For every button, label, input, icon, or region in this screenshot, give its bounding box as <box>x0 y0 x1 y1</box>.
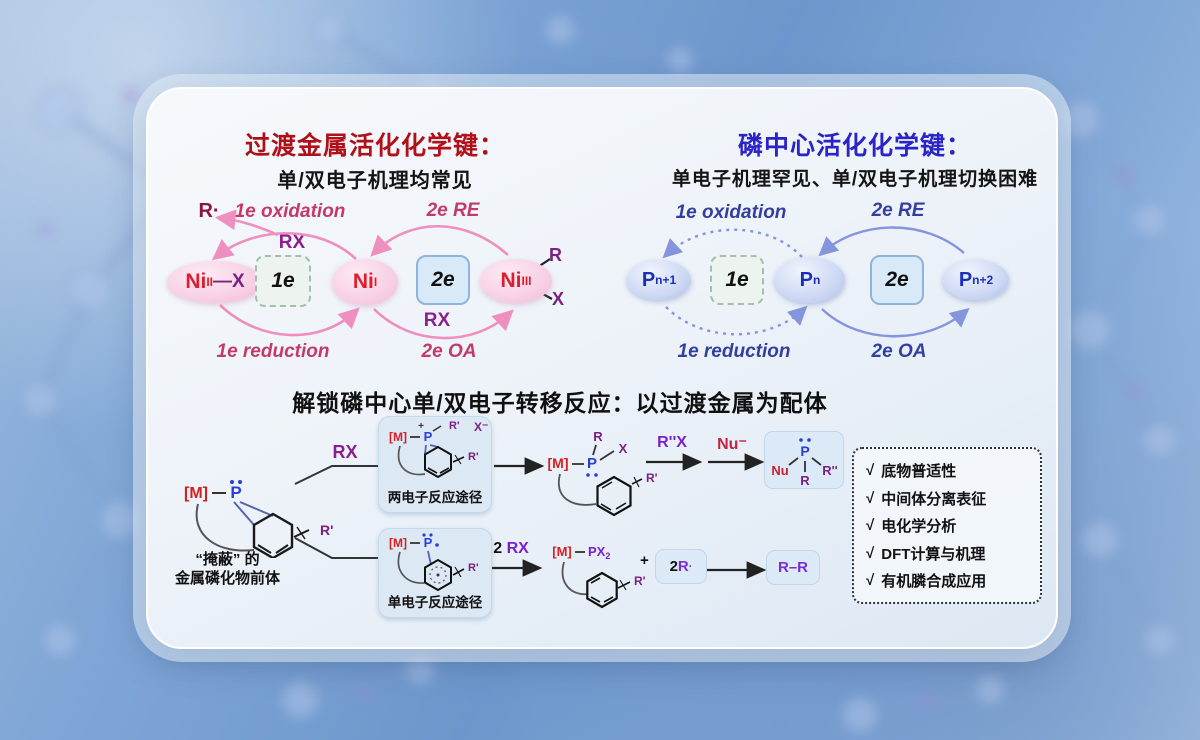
left-2e-oa-label: 2e OA <box>421 341 477 362</box>
right-panel-subtitle: 单电子机理罕见、单/双电子机理切换困难 <box>671 169 1039 190</box>
svg-text:PX2: PX2 <box>588 544 610 561</box>
r-r-product-box: R–R <box>766 550 820 585</box>
metal-px2-structure: [M] PX2 R' <box>552 544 646 609</box>
right-1e-reduction-label: 1e reduction <box>677 341 791 362</box>
checklist-item: √ 有机膦合成应用 <box>866 572 987 590</box>
svg-text:[M]: [M] <box>548 455 569 471</box>
svg-text:P: P <box>800 443 809 459</box>
svg-text:R': R' <box>634 574 646 588</box>
check-icon: √ <box>866 462 875 479</box>
svg-text:Nu: Nu <box>771 463 788 478</box>
right-2e-re-label: 2e RE <box>871 200 925 221</box>
svg-text:R: R <box>593 429 603 444</box>
ni3-r-substituent: R <box>549 245 562 265</box>
masked-phosphide-structure: [M] P R' <box>184 480 333 558</box>
right-1e-box: 1e <box>710 255 764 305</box>
check-icon: √ <box>866 517 875 534</box>
svg-text:P: P <box>230 483 241 502</box>
precursor-caption: “掩蔽” 的 金属磷化物前体 <box>174 551 280 587</box>
branch-rx-label: RX <box>332 442 358 462</box>
svg-text:R'': R'' <box>822 463 838 478</box>
checklist-item: √ 中间体分离表征 <box>866 489 987 508</box>
svg-text:R': R' <box>646 471 658 485</box>
check-icon: √ <box>866 489 875 507</box>
svg-text:R': R' <box>468 562 479 574</box>
nu-arrow-label: Nu⁻ <box>717 436 747 453</box>
left-1e-reduction-label: 1e reduction <box>216 341 330 362</box>
right-2e-box: 2e <box>870 255 924 305</box>
svg-text:R': R' <box>468 451 479 463</box>
svg-text:[M]: [M] <box>389 430 407 444</box>
left-1e-box: 1e <box>255 255 311 307</box>
svg-text:R': R' <box>320 522 333 538</box>
ni3-x-substituent: X <box>552 289 565 309</box>
left-panel-subtitle: 单/双电子机理均常见 <box>277 170 473 192</box>
svg-text:P: P <box>424 535 433 550</box>
two-r-radical-box: 2 R· <box>655 549 707 584</box>
metal-phosphide-rx-adduct-structure: [M] P R X R' <box>548 429 658 517</box>
bottom-scheme-connectors <box>294 453 767 579</box>
check-icon: √ <box>866 572 875 589</box>
bottom-scheme-title: 解锁磷中心单/双电子转移反应：以过渡金属为配体 <box>292 390 828 416</box>
checklist-item: √ DFT计算与机理 <box>866 544 986 563</box>
left-rx-top-label: RX <box>278 232 306 253</box>
single-electron-structure: [M] P R' <box>389 533 479 591</box>
right-2e-oa-label: 2e OA <box>871 341 927 362</box>
svg-text:[M]: [M] <box>184 485 208 502</box>
left-2e-box: 2e <box>416 255 470 305</box>
two-rx-arrow-label: 2 RX <box>493 540 529 557</box>
svg-text:+: + <box>418 421 424 432</box>
left-panel-title: 过渡金属活化化学键： <box>244 132 505 160</box>
svg-text:X: X <box>619 441 628 456</box>
phosphine-product-box: P Nu R'' R <box>764 431 844 489</box>
single-electron-pathway-box: [M] P R' 单电子反应途径 <box>378 528 492 618</box>
svg-text:[M]: [M] <box>552 544 572 559</box>
plus-sign: + <box>640 552 649 569</box>
check-icon: √ <box>866 544 875 562</box>
left-rx-bottom-label: RX <box>423 310 451 331</box>
highlights-checklist: √ 底物普适性 √ 中间体分离表征 √ 电化学分析 √ DFT计算与机理 √ 有… <box>852 447 1042 604</box>
svg-text:R: R <box>800 473 810 488</box>
phosphine-product-structure: P Nu R'' R <box>771 438 838 488</box>
r-radical-label: R· <box>198 200 220 222</box>
right-1e-oxidation-label: 1e oxidation <box>675 202 787 223</box>
rppx-arrow-label: R''X <box>657 434 687 451</box>
two-electron-structure: [M] P + R' X⁻ R' <box>389 420 488 479</box>
left-1e-oxidation-label: 1e oxidation <box>234 201 346 222</box>
right-cycle-arrows <box>662 226 970 338</box>
right-panel-title: 磷中心活化化学键： <box>737 132 972 160</box>
checklist-item: √ 电化学分析 <box>866 517 957 535</box>
svg-text:P: P <box>587 455 597 472</box>
svg-text:X⁻: X⁻ <box>474 420 488 434</box>
svg-text:R': R' <box>449 420 460 432</box>
checklist-item: √ 底物普适性 <box>866 462 957 480</box>
left-2e-re-label: 2e RE <box>426 200 480 221</box>
two-electron-pathway-box: [M] P + R' X⁻ R' 两电子反应途径 <box>378 416 492 513</box>
svg-text:[M]: [M] <box>389 536 407 550</box>
svg-text:P: P <box>424 429 433 444</box>
